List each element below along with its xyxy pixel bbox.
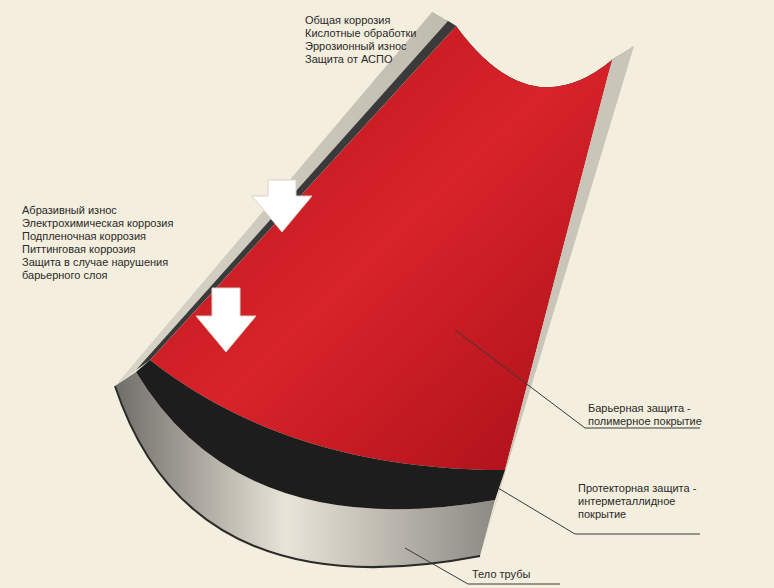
layer-label: Барьерная защита - полимерное покрытие (588, 402, 710, 428)
layer-label: Протекторная защита - интерметаллидное п… (578, 482, 704, 521)
intermetallic-layer (136, 360, 505, 509)
impact-arrow (196, 288, 256, 352)
effect-item: Защита от АСПО (305, 53, 393, 66)
effect-item: Общая коррозия (305, 14, 390, 27)
effect-item: Защита в случае нарушения барьерного сло… (22, 256, 172, 282)
leader-line (405, 548, 560, 584)
pipe-wall-edge (480, 46, 634, 556)
effect-item: Эррозионный износ (305, 40, 407, 53)
effect-item: Абразивный износ (22, 204, 117, 217)
impact-arrow (252, 180, 312, 232)
intermetallic-layer (136, 21, 456, 370)
effect-item: Кислотные обработки (305, 27, 417, 40)
effect-item: Электрохимическая коррозия (22, 217, 173, 230)
pipe-wall-edge (115, 12, 456, 386)
pipe-outline (115, 386, 480, 567)
layer-label: Тело трубы (472, 568, 530, 581)
effect-item: Подпленочная коррозия (22, 230, 146, 243)
effect-item: Питтинговая коррозия (22, 243, 136, 256)
